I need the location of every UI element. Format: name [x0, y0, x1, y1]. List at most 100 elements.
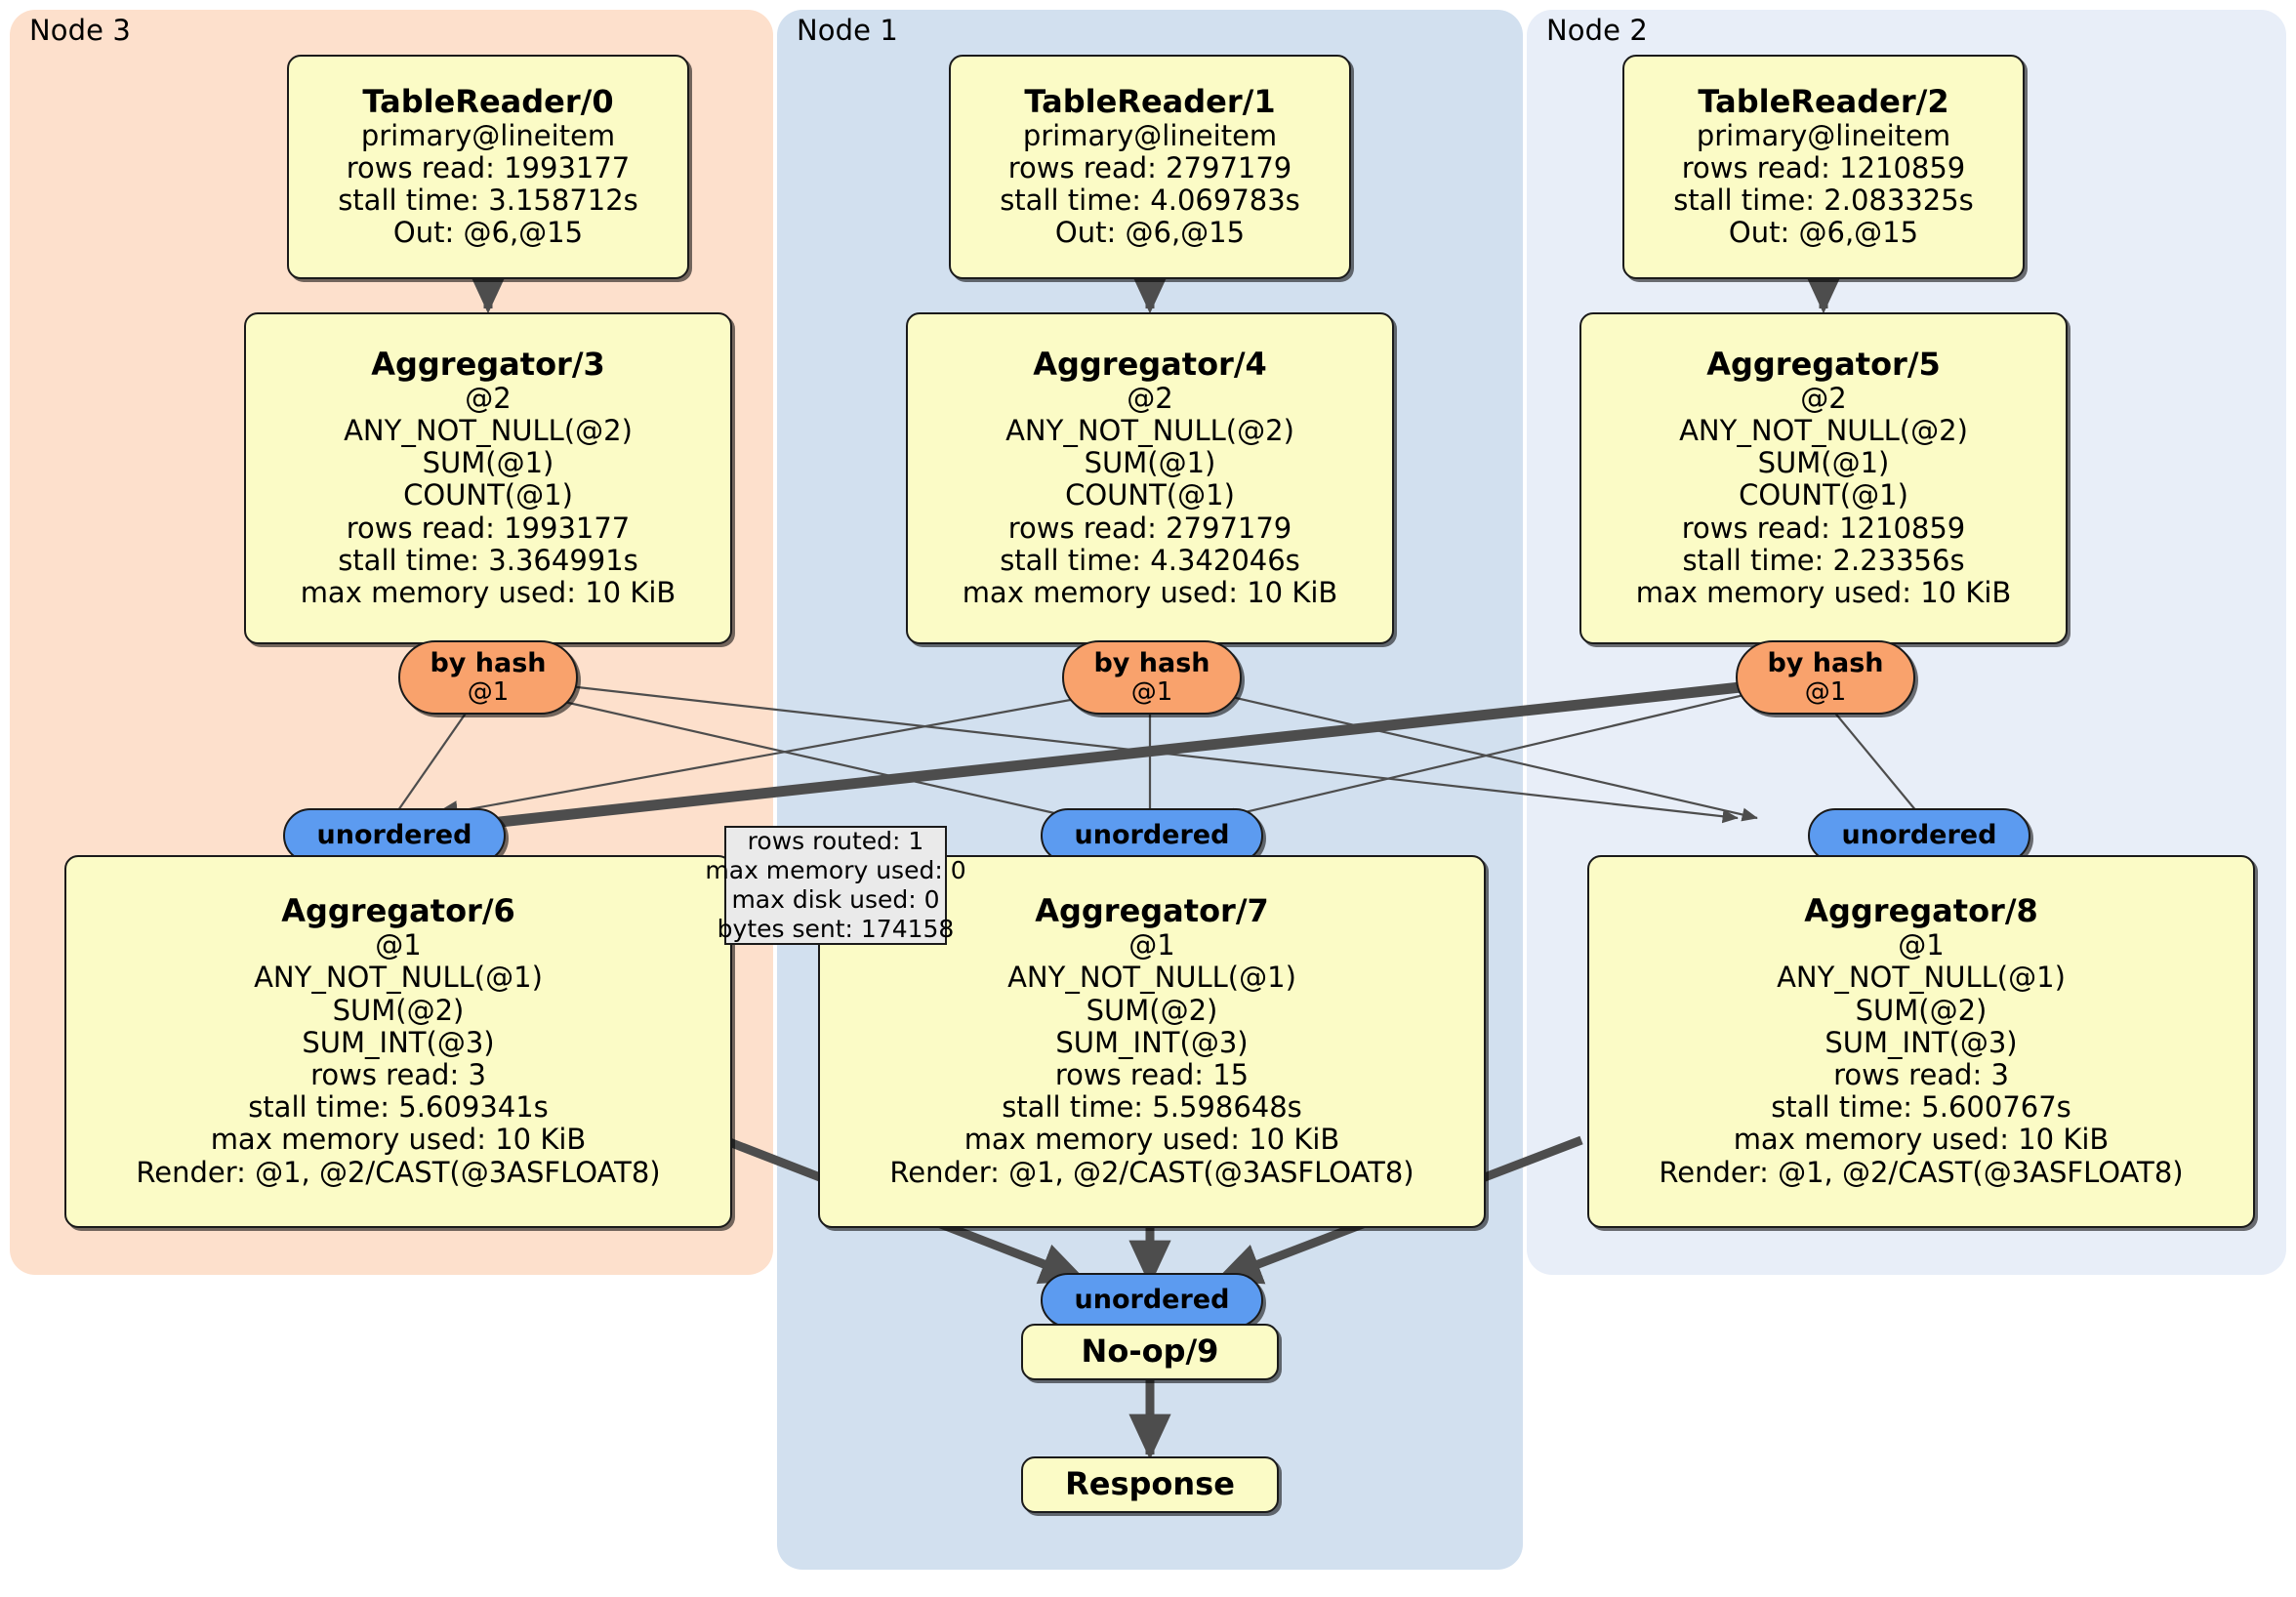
node-title: TableReader/2: [1698, 82, 1949, 120]
node-func-1: ANY_NOT_NULL(@2): [1679, 413, 1968, 447]
node-no-op-9[interactable]: No-op/9: [1021, 1324, 1279, 1380]
router-title: by hash: [430, 648, 547, 679]
node-stall-time: stall time: 2.083325s: [1673, 183, 1974, 217]
node-table-reader-1[interactable]: TableReader/1 primary@lineitem rows read…: [949, 55, 1351, 279]
node-stall-time: stall time: 5.600767s: [1771, 1090, 2071, 1125]
node-func-2: SUM(@2): [1086, 993, 1218, 1027]
node-max-memory: max memory used: 10 KiB: [1635, 575, 2012, 609]
synchronizer-title: unordered: [1074, 820, 1230, 851]
synchronizer-unordered-final[interactable]: unordered: [1041, 1273, 1263, 1328]
node-table: primary@lineitem: [360, 118, 616, 152]
node-func-3: SUM_INT(@3): [302, 1025, 495, 1059]
node-title: Aggregator/5: [1706, 345, 1941, 383]
node-max-memory: max memory used: 10 KiB: [962, 575, 1338, 609]
node-func-1: ANY_NOT_NULL(@2): [344, 413, 633, 447]
node-out: Out: @6,@15: [392, 216, 584, 250]
node-rows-read: rows read: 2797179: [1007, 511, 1292, 545]
node-stall-time: stall time: 2.23356s: [1682, 543, 1965, 577]
node-table-reader-0[interactable]: TableReader/0 primary@lineitem rows read…: [287, 55, 689, 279]
node-max-memory: max memory used: 10 KiB: [300, 575, 676, 609]
tooltip-max-disk: max disk used: 0: [731, 885, 940, 914]
node-table: primary@lineitem: [1022, 118, 1278, 152]
node-title: Aggregator/6: [281, 892, 515, 930]
node-stall-time: stall time: 4.069783s: [1000, 183, 1300, 217]
router-by-hash-3[interactable]: by hash @1: [398, 640, 578, 715]
node-group-cols: @2: [1127, 381, 1173, 415]
node-stall-time: stall time: 3.158712s: [338, 183, 638, 217]
synchronizer-unordered-8[interactable]: unordered: [1808, 808, 2030, 863]
node-title: No-op/9: [1081, 1332, 1219, 1371]
node-title: Aggregator/3: [371, 345, 605, 383]
node-title: Aggregator/8: [1804, 892, 2038, 930]
node-stall-time: stall time: 4.342046s: [1000, 543, 1300, 577]
node-group-cols: @2: [465, 381, 512, 415]
node-func-2: SUM(@1): [1084, 446, 1216, 480]
node-render: Render: @1, @2/CAST(@3ASFLOAT8): [889, 1155, 1414, 1189]
node-func-1: ANY_NOT_NULL(@1): [254, 961, 543, 995]
node-rows-read: rows read: 1993177: [346, 150, 631, 184]
cluster-node-3-label: Node 3: [29, 14, 131, 47]
synchronizer-title: unordered: [1841, 820, 1997, 851]
node-table-reader-2[interactable]: TableReader/2 primary@lineitem rows read…: [1622, 55, 2025, 279]
node-rows-read: rows read: 1993177: [346, 511, 631, 545]
node-func-1: ANY_NOT_NULL(@1): [1007, 961, 1296, 995]
node-aggregator-3[interactable]: Aggregator/3 @2 ANY_NOT_NULL(@2) SUM(@1)…: [244, 312, 732, 644]
node-out: Out: @6,@15: [1728, 216, 1919, 250]
node-render: Render: @1, @2/CAST(@3ASFLOAT8): [136, 1155, 661, 1189]
tooltip-bytes-sent: bytes sent: 174158: [717, 915, 955, 943]
router-by-hash-5[interactable]: by hash @1: [1736, 640, 1915, 715]
synchronizer-unordered-7[interactable]: unordered: [1041, 808, 1263, 863]
node-title: Response: [1065, 1465, 1235, 1503]
node-rows-read: rows read: 3: [1833, 1057, 2009, 1091]
node-func-1: ANY_NOT_NULL(@2): [1005, 413, 1294, 447]
node-rows-read: rows read: 3: [310, 1057, 486, 1091]
node-max-memory: max memory used: 10 KiB: [1733, 1123, 2110, 1157]
node-aggregator-5[interactable]: Aggregator/5 @2 ANY_NOT_NULL(@2) SUM(@1)…: [1579, 312, 2068, 644]
router-column: @1: [1804, 676, 1847, 707]
router-column: @1: [1130, 676, 1173, 707]
node-rows-read: rows read: 2797179: [1007, 150, 1292, 184]
synchronizer-unordered-6[interactable]: unordered: [283, 808, 506, 863]
node-group-cols: @1: [1898, 928, 1945, 962]
node-aggregator-6[interactable]: Aggregator/6 @1 ANY_NOT_NULL(@1) SUM(@2)…: [64, 855, 732, 1228]
node-func-3: COUNT(@1): [1065, 478, 1235, 512]
node-rows-read: rows read: 1210859: [1681, 150, 1966, 184]
node-rows-read: rows read: 15: [1054, 1057, 1250, 1091]
router-title: by hash: [1767, 648, 1884, 679]
node-response[interactable]: Response: [1021, 1456, 1279, 1513]
node-aggregator-8[interactable]: Aggregator/8 @1 ANY_NOT_NULL(@1) SUM(@2)…: [1587, 855, 2255, 1228]
synchronizer-title: unordered: [1074, 1285, 1230, 1316]
synchronizer-title: unordered: [316, 820, 472, 851]
node-group-cols: @1: [375, 928, 422, 962]
node-max-memory: max memory used: 10 KiB: [964, 1123, 1340, 1157]
node-render: Render: @1, @2/CAST(@3ASFLOAT8): [1659, 1155, 2184, 1189]
node-title: Aggregator/4: [1033, 345, 1267, 383]
node-group-cols: @2: [1800, 381, 1847, 415]
cluster-node-2-label: Node 2: [1546, 14, 1648, 47]
node-stall-time: stall time: 3.364991s: [338, 543, 638, 577]
node-func-2: SUM(@2): [1855, 993, 1988, 1027]
cluster-node-1-label: Node 1: [797, 14, 898, 47]
tooltip-rows-routed: rows routed: 1: [747, 827, 924, 855]
node-title: TableReader/1: [1024, 82, 1276, 120]
node-title: TableReader/0: [362, 82, 614, 120]
node-aggregator-4[interactable]: Aggregator/4 @2 ANY_NOT_NULL(@2) SUM(@1)…: [906, 312, 1394, 644]
router-title: by hash: [1093, 648, 1210, 679]
tooltip-max-memory: max memory used: 0: [705, 856, 966, 884]
node-table: primary@lineitem: [1696, 118, 1951, 152]
node-stall-time: stall time: 5.609341s: [248, 1090, 549, 1125]
node-func-3: COUNT(@1): [1739, 478, 1908, 512]
node-group-cols: @1: [1128, 928, 1175, 962]
node-func-3: SUM_INT(@3): [1055, 1025, 1249, 1059]
node-title: Aggregator/7: [1035, 892, 1269, 930]
router-column: @1: [467, 676, 510, 707]
node-rows-read: rows read: 1210859: [1681, 511, 1966, 545]
node-func-2: SUM(@1): [1757, 446, 1890, 480]
router-by-hash-4[interactable]: by hash @1: [1062, 640, 1242, 715]
node-func-1: ANY_NOT_NULL(@1): [1777, 961, 2066, 995]
node-func-3: COUNT(@1): [403, 478, 573, 512]
node-func-2: SUM(@1): [422, 446, 554, 480]
node-func-2: SUM(@2): [332, 993, 465, 1027]
node-func-3: SUM_INT(@3): [1824, 1025, 2018, 1059]
